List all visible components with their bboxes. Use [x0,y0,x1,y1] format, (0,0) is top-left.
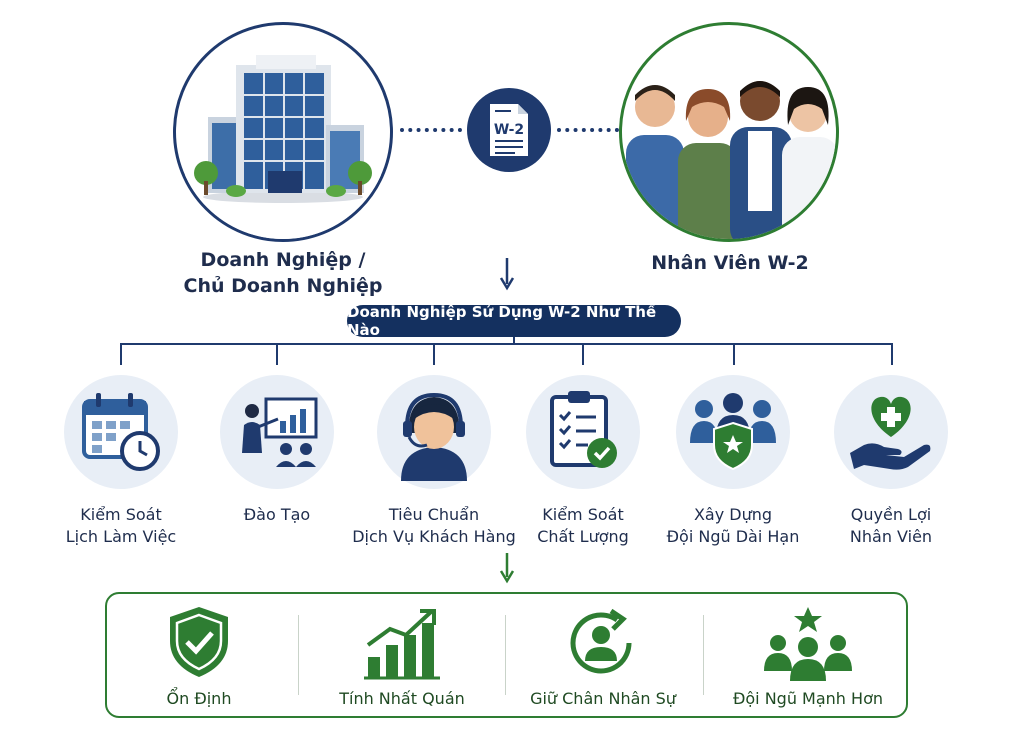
outcome-divider [703,615,704,695]
branch-drop [120,343,122,365]
branch-drop [733,343,735,365]
document-icon: W-2 [490,104,528,156]
connector-dots-right [557,128,619,132]
growth-bar-chart-icon [364,609,440,680]
outcome-label-stronger-team: Đội Ngũ Mạnh Hơn [732,689,883,708]
outcome-label-retention: Giữ Chân Nhân Sự [530,689,676,708]
arrow-down-icon [499,258,515,291]
quality-checklist-icon [550,391,617,468]
team-star-icon [764,607,852,681]
branch-line-stem [513,337,515,344]
office-building-icon [176,55,390,239]
outcome-divider [505,615,506,695]
use-item-schedule [64,375,178,489]
outcome-divider [298,615,299,695]
calendar-clock-icon [82,393,160,471]
w2-document-badge: W-2 [467,88,551,172]
customer-service-agent-icon [401,392,467,481]
connector-dots-left [400,128,462,132]
employer-label-line2: Chủ Doanh Nghiệp [183,275,383,297]
employer-label-line1: Doanh Nghiệp / [200,249,366,271]
shield-check-icon [170,607,228,677]
retention-cycle-icon [570,608,632,674]
use-label: Đào Tạo [243,505,311,524]
employee-label: Nhân Viên W-2 [651,252,809,274]
use-item-benefits [834,375,948,489]
branch-drop [891,343,893,365]
use-item-long-term-team [676,375,790,489]
outcome-label-consistency: Tính Nhất Quán [339,689,465,708]
use-item-training [220,375,334,489]
branch-drop [582,343,584,365]
use-item-customer-service [377,375,491,489]
training-presentation-icon [242,397,318,467]
use-item-quality [526,375,640,489]
arrow-down-green-icon [499,553,515,584]
employer-label: Doanh Nghiệp / Chủ Doanh Nghiệp [160,247,406,299]
team-shield-icon [690,393,776,471]
branch-line-horizontal [120,343,892,345]
central-label-pill: Doanh Nghiệp Sử Dụng W-2 Như Thế Nào [347,303,681,339]
employees-circle [619,22,839,242]
branch-drop [276,343,278,365]
outcome-label-stability: Ổn Định [166,689,232,708]
hand-heart-icon [850,396,931,470]
employee-group-icon [626,81,836,239]
employer-circle [173,22,393,242]
w2-badge-text: W-2 [494,122,524,138]
branch-drop [433,343,435,365]
